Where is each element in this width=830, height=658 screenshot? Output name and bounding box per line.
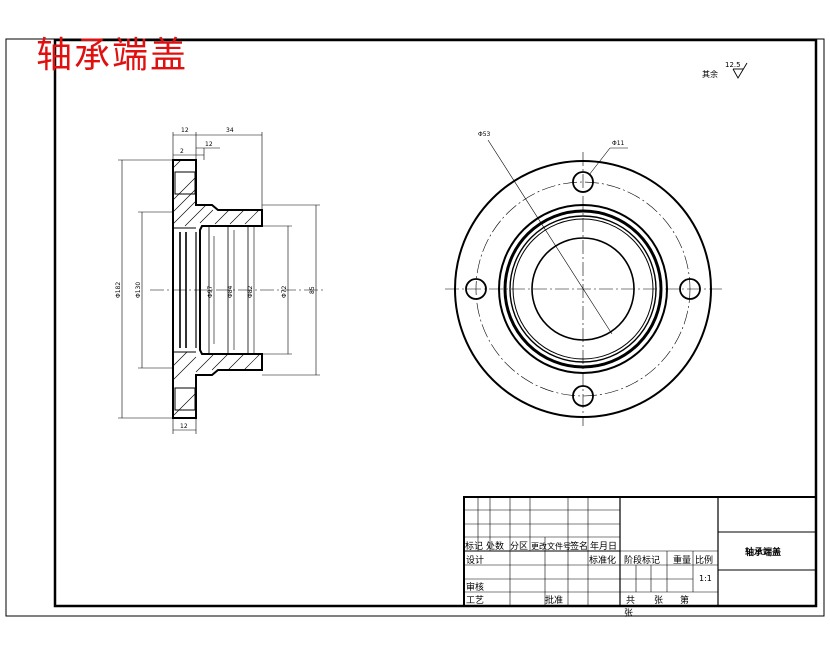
tb-stage-mark: 阶段标记 [624, 554, 660, 566]
hatching-bottom [172, 351, 261, 417]
dim-top-12b: 12 [205, 141, 213, 148]
tb-header-count: 处数 [486, 540, 504, 552]
tb-review: 审核 [466, 581, 484, 593]
tb-part-name: 轴承端盖 [745, 546, 781, 558]
dim-dia11: Φ11 [612, 140, 625, 147]
flange-outline [172, 159, 263, 419]
dim-top-34: 34 [226, 127, 234, 134]
hatching-top [172, 159, 260, 227]
dim-top-12: 12 [181, 127, 189, 134]
bolt-hole-top [572, 171, 594, 193]
tb-header-mark: 标记 [465, 540, 483, 552]
tb-weight: 重量 [673, 554, 691, 566]
dim-v-82: Φ82 [247, 285, 254, 298]
tb-sheet-num: 第 [680, 594, 689, 606]
bore-circle [531, 237, 635, 341]
outer-flange-circle [454, 160, 712, 418]
tb-sheet-unit2: 张 [624, 608, 633, 619]
leader-dia11 [588, 147, 611, 176]
tb-sheet-total: 共 [626, 595, 635, 606]
tb-standardize: 标准化 [589, 554, 616, 566]
dim-top-2: 2 [180, 148, 184, 155]
roughness-check-icon [732, 62, 748, 79]
roughness-value: 12.5 [725, 61, 741, 69]
bolt-hole-bottom [572, 385, 594, 407]
section-view: 12 34 12 2 12 Φ182 Φ130 Φ97 Φ84 Φ82 Φ72 … [115, 127, 325, 434]
dim-v-85: 85 [309, 286, 316, 294]
dim-v-84: Φ84 [227, 285, 234, 298]
bolt-circle [475, 181, 691, 397]
title-block: 轴承端盖 标记 处数 分区 更改文件号 签名 年月日 设计 标准化 阶段标记 重… [463, 496, 817, 619]
tb-scale-value: 1:1 [699, 574, 712, 583]
tb-sheet-unit: 张 [654, 595, 663, 606]
tb-header-date: 年月日 [590, 540, 617, 552]
tb-scale: 比例 [695, 554, 713, 566]
bolt-hole-right [679, 278, 701, 300]
section-dimensions [118, 132, 320, 434]
tb-header-change: 更改文件号 [531, 541, 571, 551]
roughness-symbol: 其余 12.5 [702, 61, 748, 79]
tb-approve: 批准 [545, 594, 563, 606]
front-view: Φ53 Φ11 [445, 131, 722, 426]
bolt-hole-left [465, 278, 487, 300]
roughness-label: 其余 [702, 69, 718, 79]
dim-bottom-12: 12 [180, 423, 188, 430]
dim-v-130: Φ130 [135, 282, 142, 298]
hub-ring-2 [509, 215, 657, 363]
drawing-title: 轴承端盖 [36, 35, 189, 76]
inner-frame [53, 38, 818, 608]
dim-v-182: Φ182 [115, 282, 122, 298]
dim-v-97: Φ97 [207, 285, 214, 298]
hub-ring-3 [512, 218, 654, 360]
dim-dia53: Φ53 [478, 131, 491, 138]
hub-outer-circle [498, 204, 668, 374]
hub-ring-1 [503, 209, 663, 369]
leader-dia53 [487, 139, 613, 335]
tb-process: 工艺 [466, 595, 484, 606]
tb-header-sign: 签名 [570, 540, 588, 552]
tb-design: 设计 [466, 554, 484, 566]
tb-header-zone: 分区 [510, 541, 528, 552]
outer-frame [5, 38, 825, 617]
dim-v-72: Φ72 [281, 285, 288, 298]
